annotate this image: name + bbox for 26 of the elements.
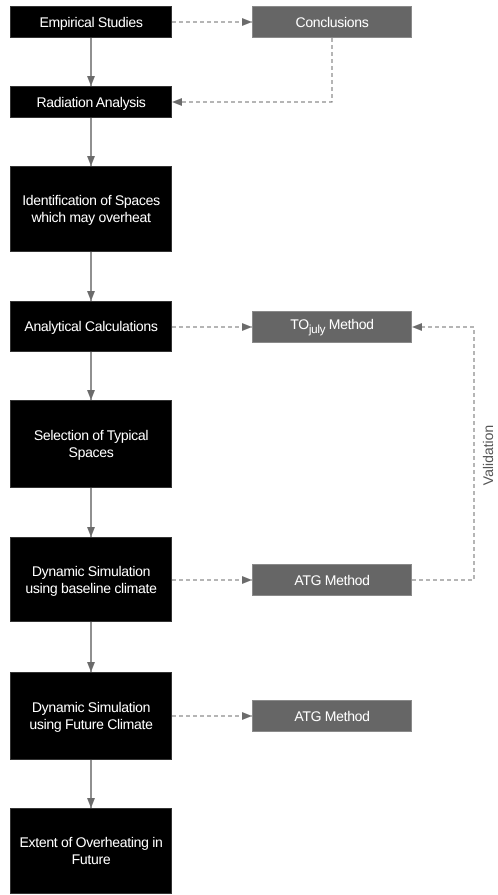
arrow <box>87 760 95 808</box>
arrow <box>87 118 95 166</box>
process-box: Identification of Spaces which may overheat <box>10 166 172 252</box>
process-box: Analytical Calculations <box>10 301 172 352</box>
method-box: ATG Method <box>252 564 412 596</box>
dashed-arrow <box>172 323 252 331</box>
method-box: Conclusions <box>252 6 412 38</box>
arrow <box>87 352 95 400</box>
edge-label: Validation <box>480 422 496 488</box>
dashed-arrow <box>412 323 474 580</box>
dashed-arrow <box>172 712 252 720</box>
method-box: TO$_{july}$ Method <box>252 311 412 343</box>
process-box: Dynamic Simulation using Future Climate <box>10 672 172 760</box>
arrow <box>87 622 95 672</box>
arrow <box>87 252 95 301</box>
dashed-arrow <box>172 18 252 26</box>
process-box: Radiation Analysis <box>10 86 172 118</box>
process-box: Selection of Typical Spaces <box>10 400 172 488</box>
dashed-arrow <box>172 576 252 584</box>
process-box: Empirical Studies <box>10 6 172 38</box>
arrow <box>87 488 95 537</box>
method-box: ATG Method <box>252 700 412 732</box>
process-box: Dynamic Simulation using baseline climate <box>10 537 172 622</box>
dashed-arrow <box>172 38 332 106</box>
process-box: Extent of Overheating in Future <box>10 808 172 894</box>
arrow <box>87 38 95 86</box>
